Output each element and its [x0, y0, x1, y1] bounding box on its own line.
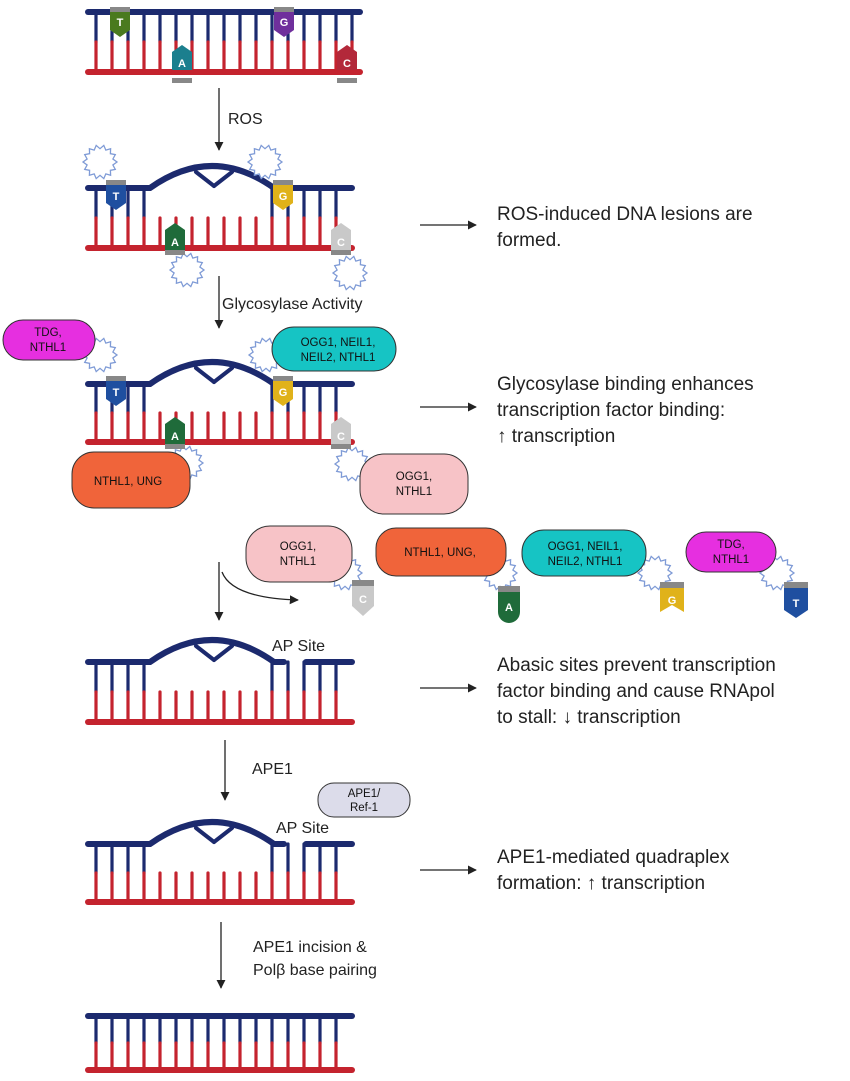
outcome-abasic: to stall: ↓ transcription: [497, 707, 681, 728]
step-label-ros: ROS: [228, 111, 263, 128]
outcome-binding: ↑ transcription: [497, 426, 615, 447]
lesion-star-icon: [81, 144, 119, 180]
svg-text:G: G: [280, 17, 289, 29]
enzyme-ogg1-nthl1: OGG1, NTHL1: [245, 525, 353, 583]
outcome-abasic: factor binding and cause RNApol: [497, 681, 775, 702]
svg-text:NTHL1: NTHL1: [396, 486, 432, 498]
outcome-binding: transcription factor binding:: [497, 400, 725, 421]
dna-backbone-top: [85, 359, 355, 387]
enzyme-ape1-ref1: APE1/ Ref-1: [317, 782, 411, 818]
enzyme-ogg1-neil1-neil2-nthl1: OGG1, NEIL1, NEIL2, NTHL1: [271, 326, 397, 372]
enzyme-tdg-nthl1: TDG, NTHL1: [2, 319, 96, 361]
enzyme-ogg1-neil1-neil2-nthl1: OGG1, NEIL1, NEIL2, NTHL1: [521, 529, 647, 577]
svg-text:APE1/: APE1/: [348, 788, 381, 800]
svg-text:C: C: [343, 58, 351, 70]
svg-text:T: T: [113, 191, 120, 203]
svg-text:A: A: [171, 431, 179, 443]
base-c-marker: C: [352, 580, 374, 616]
svg-text:T: T: [117, 17, 124, 29]
svg-text:C: C: [337, 237, 345, 249]
base-a-marker: A: [165, 223, 185, 255]
lesion-star-icon: [168, 252, 206, 288]
base-g-marker: G: [274, 7, 294, 37]
svg-text:G: G: [279, 387, 288, 399]
outcome-quadraplex: formation: ↑ transcription: [497, 873, 705, 894]
svg-text:C: C: [359, 594, 367, 606]
bubble-base-pair: [212, 644, 234, 662]
base-c-marker: C: [331, 223, 351, 255]
base-t-marker: T: [106, 376, 126, 406]
release-arrow: [221, 571, 299, 605]
outcome-quadraplex: APE1-mediated quadraplex: [497, 847, 730, 868]
svg-text:A: A: [178, 58, 186, 70]
base-g-marker: G: [273, 180, 293, 210]
base-a-marker: A: [172, 45, 192, 83]
svg-text:G: G: [668, 595, 677, 607]
svg-text:NEIL2, NTHL1: NEIL2, NTHL1: [548, 556, 623, 568]
svg-text:NTHL1, UNG: NTHL1, UNG: [94, 476, 162, 488]
enzyme-tdg-nthl1: TDG, NTHL1: [685, 531, 777, 573]
base-g-marker: G: [273, 376, 293, 406]
svg-text:NTHL1: NTHL1: [30, 342, 66, 354]
enzyme-nthl1-ung: NTHL1, UNG,: [375, 527, 507, 577]
bubble-base-pair: [194, 644, 216, 662]
enzyme-nthl1-ung: NTHL1, UNG: [71, 451, 191, 509]
bubble-base-pair: [194, 366, 216, 384]
base-t-marker: T: [784, 582, 808, 618]
svg-text:Ref-1: Ref-1: [350, 802, 378, 814]
lesion-star-icon: [246, 144, 284, 180]
bubble-base-pair: [212, 366, 234, 384]
ap-site-label: AP Site: [272, 638, 325, 655]
svg-text:T: T: [793, 598, 800, 610]
outcome-lesions: ROS-induced DNA lesions are: [497, 204, 753, 225]
base-t-marker: T: [106, 180, 126, 210]
bubble-base-pair: [212, 170, 234, 188]
svg-text:OGG1,: OGG1,: [280, 541, 316, 553]
dna-backbone-top: [85, 819, 287, 847]
svg-text:OGG1,: OGG1,: [396, 471, 432, 483]
base-c-marker: C: [331, 417, 351, 449]
svg-text:NTHL1, UNG,: NTHL1, UNG,: [404, 547, 476, 559]
svg-text:NTHL1: NTHL1: [713, 554, 749, 566]
svg-text:G: G: [279, 191, 288, 203]
svg-text:A: A: [171, 237, 179, 249]
dna-backbone-top: [85, 637, 287, 665]
step-label-incision: APE1 incision &: [253, 939, 367, 956]
svg-text:NTHL1: NTHL1: [280, 556, 316, 568]
svg-text:TDG,: TDG,: [717, 539, 744, 551]
svg-text:NEIL2, NTHL1: NEIL2, NTHL1: [301, 352, 376, 364]
step-label-incision: Polβ base pairing: [253, 962, 377, 979]
base-t-marker: T: [110, 7, 130, 37]
svg-text:A: A: [505, 602, 513, 614]
svg-text:T: T: [113, 387, 120, 399]
outcome-lesions: formed.: [497, 230, 561, 251]
svg-text:C: C: [337, 431, 345, 443]
outcome-binding: Glycosylase binding enhances: [497, 374, 754, 395]
bubble-base-pair: [194, 826, 216, 844]
base-a-marker: A: [165, 417, 185, 449]
step-label-glycosylase: Glycosylase Activity: [222, 296, 362, 313]
bubble-base-pair: [194, 170, 216, 188]
enzyme-ogg1-nthl1: OGG1, NTHL1: [359, 453, 469, 515]
base-a-marker: A: [498, 586, 520, 623]
bubble-base-pair: [212, 826, 234, 844]
base-g-marker: G: [660, 582, 684, 612]
ap-site-label: AP Site: [276, 820, 329, 837]
step-label-ape1: APE1: [252, 761, 293, 778]
base-c-marker: C: [337, 45, 357, 83]
svg-text:TDG,: TDG,: [34, 327, 61, 339]
svg-text:OGG1, NEIL1,: OGG1, NEIL1,: [301, 337, 376, 349]
dna-backbone-top: [85, 163, 355, 191]
dna-strands-layer: [85, 9, 363, 1073]
lesion-star-icon: [331, 255, 369, 291]
svg-text:OGG1, NEIL1,: OGG1, NEIL1,: [548, 541, 623, 553]
outcome-abasic: Abasic sites prevent transcription: [497, 655, 776, 676]
